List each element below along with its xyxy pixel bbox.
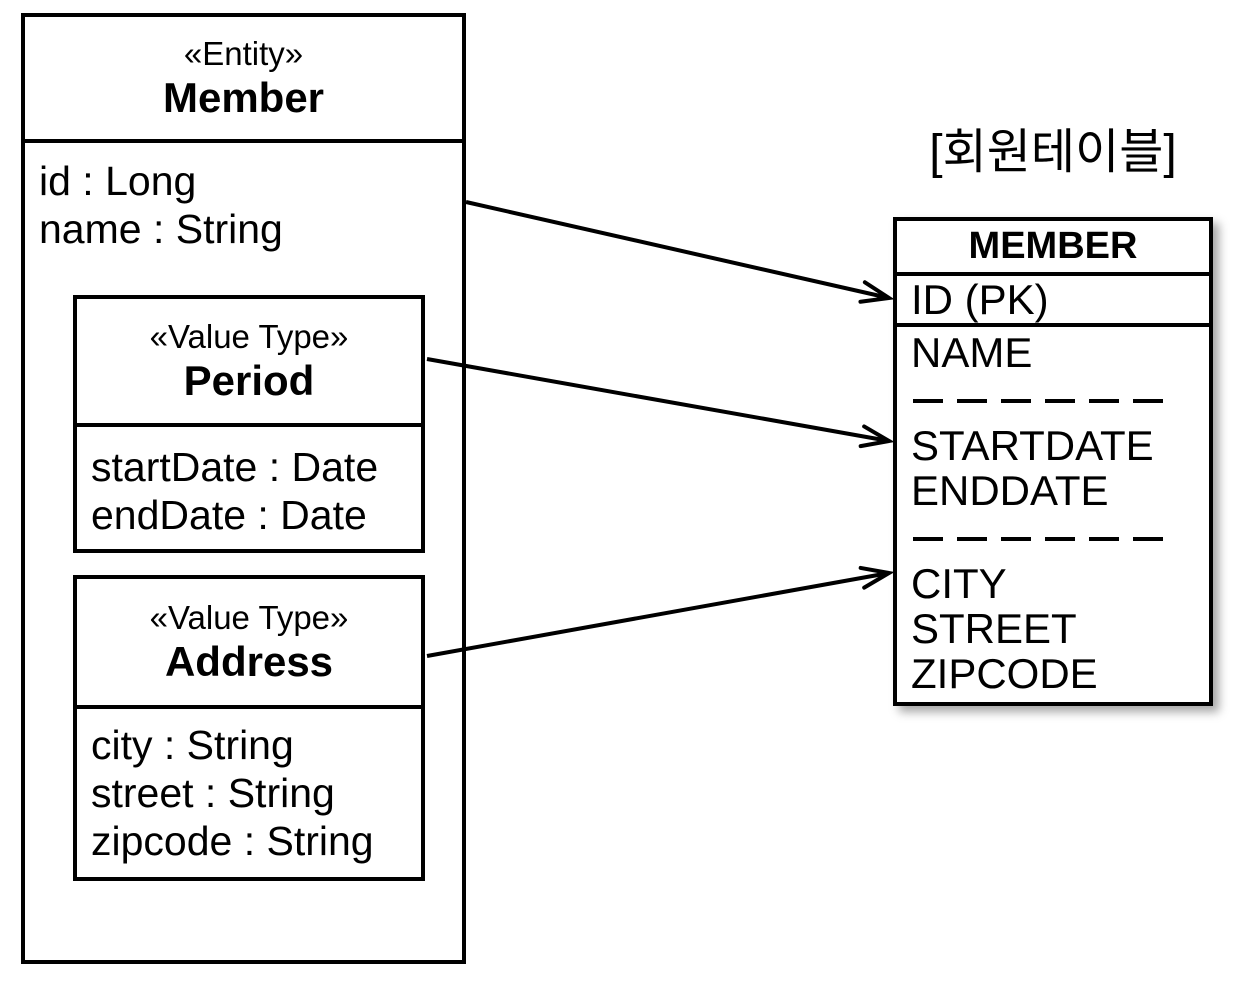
arrow-period-to-startdate	[426, 357, 889, 441]
period-attributes: startDate : Date endDate : Date	[77, 427, 421, 539]
table-row-startdate: STARTDATE	[911, 422, 1154, 469]
table-name: MEMBER	[897, 221, 1209, 276]
address-attribute-street: street : String	[91, 770, 335, 816]
period-stereotype: «Value Type»	[149, 318, 349, 355]
table-row-street: STREET	[911, 605, 1077, 652]
period-header: «Value Type» Period	[77, 299, 421, 427]
arrow-member-to-id	[465, 200, 889, 298]
table-body: NAME STARTDATE ENDDATE CITY STREET ZIPCO…	[897, 327, 1209, 696]
table-row-name: NAME	[911, 329, 1033, 376]
entity-name: Member	[162, 74, 325, 121]
entity-attribute-name: name : String	[39, 206, 283, 252]
period-attribute-startdate: startDate : Date	[91, 444, 379, 490]
address-name: Address	[164, 638, 334, 685]
value-type-address-box: «Value Type» Address city : String stree…	[73, 575, 425, 881]
table-row-enddate: ENDDATE	[911, 467, 1109, 514]
table-row-city: CITY	[911, 560, 1007, 607]
arrow-address-to-city	[426, 573, 889, 658]
entity-attribute-id: id : Long	[39, 158, 197, 204]
dashed-separator	[913, 399, 1163, 403]
period-attribute-enddate: endDate : Date	[91, 492, 367, 538]
address-attribute-zipcode: zipcode : String	[91, 818, 374, 864]
entity-attributes: id : Long name : String	[25, 143, 462, 253]
address-header: «Value Type» Address	[77, 579, 421, 709]
entity-member-header: «Entity» Member	[25, 17, 462, 143]
address-attribute-city: city : String	[91, 722, 294, 768]
table-row-zipcode: ZIPCODE	[911, 650, 1098, 697]
period-name: Period	[183, 357, 315, 404]
address-attributes: city : String street : String zipcode : …	[77, 709, 421, 865]
member-table: MEMBER ID (PK) NAME STARTDATE ENDDATE CI…	[893, 217, 1213, 706]
dashed-separator	[913, 537, 1163, 541]
table-caption: [회원테이블]	[929, 126, 1177, 179]
entity-stereotype: «Entity»	[183, 35, 304, 72]
address-stereotype: «Value Type»	[149, 599, 349, 636]
table-row-id-pk: ID (PK)	[897, 276, 1209, 327]
value-type-period-box: «Value Type» Period startDate : Date end…	[73, 295, 425, 553]
